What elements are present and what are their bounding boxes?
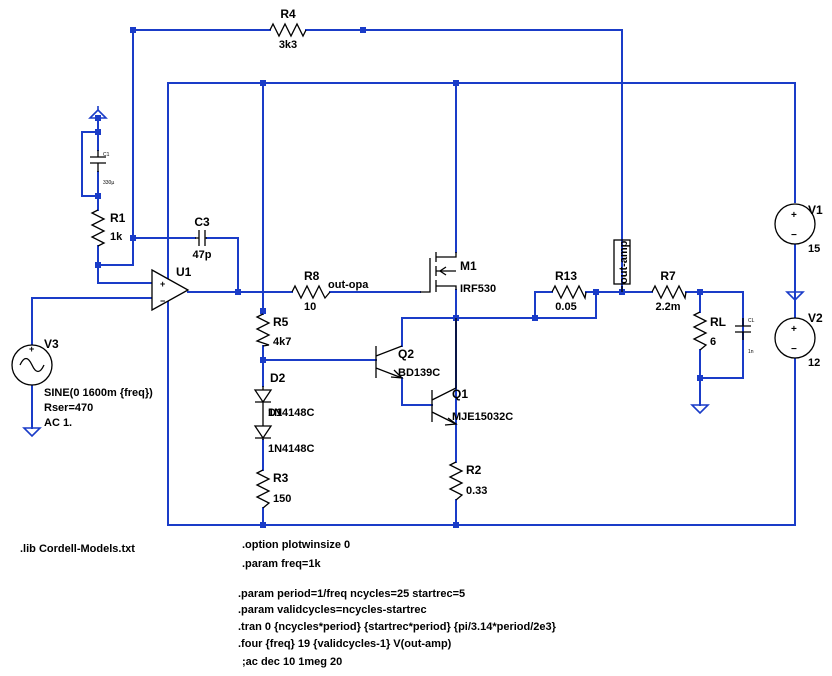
v1-ref: V1 [808, 203, 823, 217]
rl-value: 6 [710, 336, 716, 348]
v3-value-line3: AC 1. [44, 417, 72, 429]
ground-icon [690, 404, 710, 415]
q1-ref: Q1 [452, 387, 468, 401]
r8-value: 10 [304, 301, 316, 313]
r4-ref: R4 [280, 7, 296, 21]
d1-ref: D1 [268, 407, 282, 419]
v3-value-line1: SINE(0 1600m {freq}) [44, 387, 153, 399]
directive-param-freq: .param freq=1k [242, 558, 321, 570]
r5-value: 4k7 [273, 336, 291, 348]
capacitor-c3: C3 47p [193, 215, 212, 261]
c1-value: 330µ [103, 180, 114, 186]
v3-ref: V3 [44, 337, 59, 351]
diode-d1: 1N4148C [253, 424, 315, 455]
directive-lib: .lib Cordell-Models.txt [20, 543, 135, 555]
transistor-q2: Q2 BD139C [375, 345, 440, 379]
ground-icon [88, 108, 108, 119]
capacitor-cl: CL 1n [735, 318, 755, 355]
voltage-source-v1: + − V1 15 [774, 203, 823, 255]
directive-param-period: .param period=1/freq ncycles=25 startrec… [238, 588, 465, 600]
resistor-r2: R2 0.33 [448, 461, 487, 501]
directive-option: .option plotwinsize 0 [242, 539, 350, 551]
v3-value-line2: Rser=470 [44, 402, 93, 414]
r7-ref: R7 [660, 269, 676, 283]
c3-value: 47p [193, 249, 212, 261]
svg-text:−: − [791, 344, 797, 355]
d1-value: 1N4148C [268, 443, 315, 455]
svg-text:+: + [29, 344, 34, 354]
svg-text:+: + [791, 324, 797, 335]
q2-value: BD139C [398, 367, 440, 379]
ground-icon [22, 427, 42, 438]
directive-four: .four {freq} 19 {validcycles-1} V(out-am… [238, 638, 452, 650]
voltage-source-v2: + − V2 12 [774, 311, 823, 369]
q2-ref: Q2 [398, 347, 414, 361]
c3-ref: C3 [194, 215, 210, 229]
cl-value: 1n [748, 349, 754, 355]
v2-ref: V2 [808, 311, 823, 325]
r5-ref: R5 [273, 315, 289, 329]
r8-ref: R8 [304, 269, 320, 283]
r7-value: 2.2m [655, 301, 680, 313]
u1-ref: U1 [176, 265, 192, 279]
resistor-r5: R5 4k7 [255, 313, 291, 348]
grounds [22, 106, 710, 438]
r1-ref: R1 [110, 211, 126, 225]
resistor-r7: R7 2.2m [651, 269, 687, 313]
rl-ref: RL [710, 315, 726, 329]
d2-ref: D2 [270, 371, 286, 385]
r4-value: 3k3 [279, 39, 297, 51]
resistor-r4: R4 3k3 [269, 7, 307, 51]
voltage-source-v3: + V3 SINE(0 1600m {freq}) Rser=470 AC 1. [11, 337, 153, 429]
spice-directives: .lib Cordell-Models.txt .option plotwins… [20, 539, 557, 668]
c1-ref: C1 [103, 152, 110, 158]
directive-ac-comment: ;ac dec 10 1meg 20 [242, 656, 342, 668]
svg-text:+: + [791, 210, 797, 221]
resistor-r8: R8 10 [291, 269, 331, 313]
svg-text:−: − [791, 230, 797, 241]
resistor-r3: R3 150 [255, 469, 291, 509]
wires [31, 27, 796, 526]
r13-ref: R13 [555, 269, 577, 283]
cl-ref: CL [748, 318, 755, 324]
svg-text:+: + [160, 279, 165, 289]
r1-value: 1k [110, 231, 123, 243]
net-label-out-opa: out-opa [328, 279, 369, 291]
m1-value: IRF530 [460, 283, 496, 295]
resistor-r1: R1 1k [90, 209, 126, 247]
capacitor-c1: C1 330µ [90, 150, 114, 186]
r3-ref: R3 [273, 471, 289, 485]
v2-value: 12 [808, 357, 820, 369]
net-label-out-amp: out-amp [618, 240, 630, 284]
ground-icon [785, 291, 805, 302]
opamp-u1: + − U1 [151, 265, 192, 312]
r2-ref: R2 [466, 463, 482, 477]
mosfet-m1: M1 IRF530 [420, 252, 496, 295]
svg-text:−: − [160, 296, 165, 306]
r3-value: 150 [273, 493, 291, 505]
net-flag-out-amp: out-amp [613, 239, 631, 292]
m1-ref: M1 [460, 259, 477, 273]
q1-value: MJE15032C [452, 411, 513, 423]
r13-value: 0.05 [555, 301, 576, 313]
transistor-q1: Q1 MJE15032C [431, 318, 513, 426]
directive-param-validcycles: .param validcycles=ncycles-startrec [238, 604, 427, 616]
diode-d2: D2 [253, 371, 286, 424]
d2-value: 1N4148C [268, 407, 315, 419]
resistor-rl: RL 6 [692, 311, 726, 351]
directive-tran: .tran 0 {ncycles*period} {startrec*perio… [238, 621, 557, 633]
resistor-r13: R13 0.05 [551, 269, 587, 313]
r2-value: 0.33 [466, 485, 487, 497]
v1-value: 15 [808, 243, 820, 255]
